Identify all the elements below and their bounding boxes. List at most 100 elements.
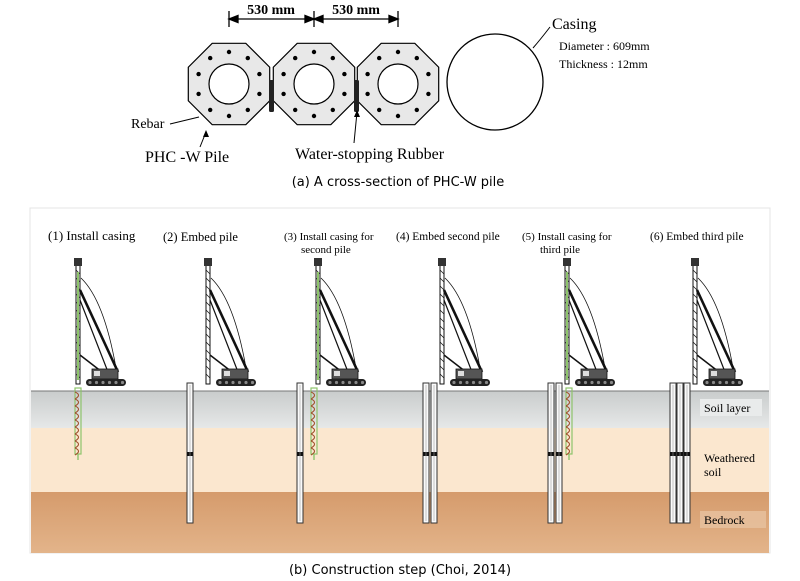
caption-b: (b) Construction step (Choi, 2014) xyxy=(289,563,511,578)
rig-mast-tick xyxy=(439,325,445,331)
rig-mast-top xyxy=(204,258,212,266)
casing-spiral xyxy=(74,405,80,414)
rig-mast-tick xyxy=(692,309,698,315)
rig-mast-tick xyxy=(439,357,445,363)
rig-mast-tick xyxy=(205,309,211,315)
rig-backstay xyxy=(208,289,250,373)
rig-mast-tick xyxy=(205,357,211,363)
rig-track-wheel xyxy=(114,380,118,385)
rebar-dot xyxy=(395,49,401,55)
rig-track-wheel xyxy=(88,380,92,385)
rig-track-wheel xyxy=(101,380,105,385)
buried-elements xyxy=(74,382,691,524)
step-1-label: (1) Install casing xyxy=(48,228,136,243)
rig-cable xyxy=(210,277,247,369)
rebar-dot xyxy=(342,71,347,77)
pile-rig-6 xyxy=(691,258,743,386)
casing-spiral xyxy=(310,398,316,407)
rebar-dot xyxy=(245,107,250,113)
casing-spiral xyxy=(310,419,316,428)
rig-mast-tick xyxy=(692,301,698,307)
weathered-label-line2: soil xyxy=(704,465,722,479)
rig-mast-top xyxy=(74,258,82,266)
rig-track xyxy=(703,379,743,386)
embedded-pile-1 xyxy=(422,382,430,524)
rebar-dot xyxy=(395,113,401,119)
dimension-lines xyxy=(227,11,400,27)
rig-track-wheel xyxy=(237,380,242,385)
casing-spiral xyxy=(310,412,316,421)
rig-cab-window xyxy=(334,371,340,376)
rebar-dot xyxy=(226,113,232,119)
casing-spiral xyxy=(565,426,571,435)
pile-hollow xyxy=(377,63,419,105)
casing-spiral xyxy=(565,433,571,442)
embedded-pile-2 xyxy=(430,382,438,524)
pile-rig-2 xyxy=(204,258,256,386)
casing-spiral xyxy=(310,440,316,449)
casing-spiral xyxy=(310,433,316,442)
rig-track-wheel xyxy=(360,380,365,385)
rig-mast-tick xyxy=(439,373,445,379)
rig-mast-tick xyxy=(692,285,698,291)
rig-cab-window xyxy=(583,371,589,376)
rig-cab-window xyxy=(94,371,100,376)
pile-rig-5 xyxy=(563,258,615,386)
rebar-dot xyxy=(377,107,382,113)
weathered-label-line1: Weathered xyxy=(704,451,755,465)
rig-track xyxy=(216,379,256,386)
casing-spiral xyxy=(565,398,571,407)
rig-mast-tick xyxy=(205,373,211,379)
rebar-dot xyxy=(330,107,335,113)
rig-mast-tick xyxy=(205,301,211,307)
rebar-dot xyxy=(365,71,370,77)
casing-circle xyxy=(446,33,544,131)
rig-backstay xyxy=(318,289,360,373)
rebar-dot xyxy=(281,91,286,97)
rebar-dot xyxy=(281,71,286,77)
rig-track-wheel xyxy=(120,380,125,385)
casing-1 xyxy=(74,387,82,460)
rig-mast-top xyxy=(314,258,322,266)
rig-mast-tick xyxy=(692,325,698,331)
casing-spiral xyxy=(565,391,571,400)
casing-spiral xyxy=(74,440,80,449)
rig-mast-tick xyxy=(439,277,445,283)
rebar-dot xyxy=(311,113,317,119)
rig-track-wheel xyxy=(341,380,345,385)
rig-mast-tick xyxy=(439,309,445,315)
bedrock-layer-label: Bedrock xyxy=(704,513,745,527)
rebar-dot xyxy=(414,55,419,61)
rig-backstay-2 xyxy=(319,299,349,373)
rig-mast-tick xyxy=(439,301,445,307)
rig-cable xyxy=(444,277,481,369)
bedrock-layer xyxy=(31,492,769,553)
step-2-label: (2) Embed pile xyxy=(163,230,238,244)
rig-mast-tick xyxy=(439,333,445,339)
rig-mast-tick xyxy=(692,317,698,323)
soil-layer-label: Soil layer xyxy=(704,401,750,415)
rebar-dot xyxy=(377,55,382,61)
rebar-dot xyxy=(330,55,335,61)
rig-mast-tick xyxy=(439,317,445,323)
rig-mast-tick xyxy=(205,285,211,291)
casing-spiral xyxy=(74,447,80,456)
rebar-dot xyxy=(426,71,431,77)
rig-track-wheel xyxy=(737,380,742,385)
pile-hollow xyxy=(293,63,335,105)
rig-track-wheel xyxy=(224,380,229,385)
rig-cab-window xyxy=(711,371,717,376)
phc-w-pile-1 xyxy=(187,42,271,126)
step-labels: (1) Install casing (2) Embed pile (3) In… xyxy=(48,228,744,256)
embedded-pile-1 xyxy=(186,382,194,524)
rig-track-wheel xyxy=(452,380,456,385)
rebar-dot xyxy=(293,55,298,61)
phc-w-pile-2 xyxy=(272,42,356,126)
bedrock-label-backdrop xyxy=(700,511,766,528)
caption-a: (a) A cross-section of PHC-W pile xyxy=(292,175,505,190)
rig-backstay xyxy=(78,289,120,373)
rig-track-wheel xyxy=(478,380,482,385)
rig-mast-tick xyxy=(692,293,698,299)
rebar-dot xyxy=(208,107,213,113)
pile-rig-1 xyxy=(74,258,126,386)
